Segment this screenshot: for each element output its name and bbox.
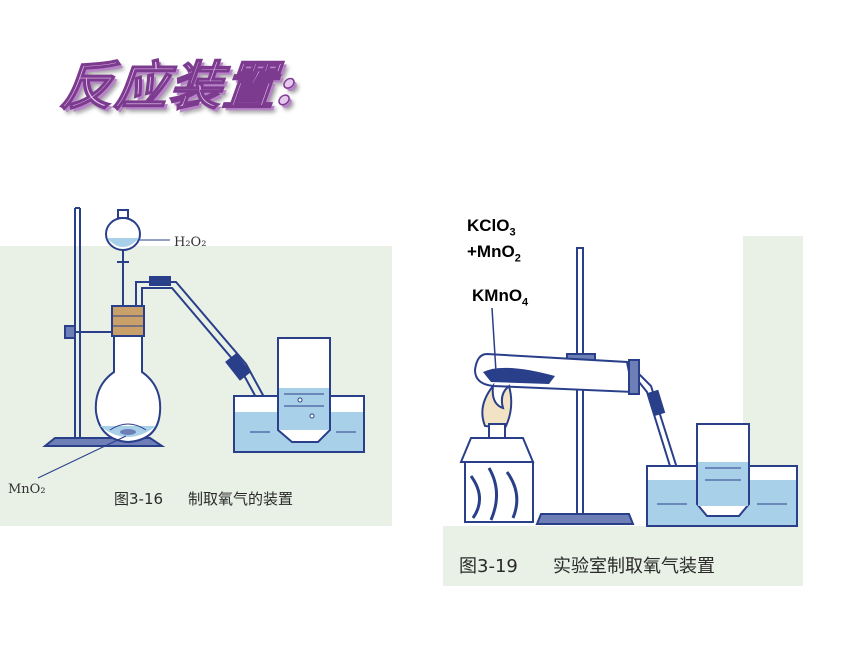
- figure-3-16-caption-number: 图3-16: [114, 490, 163, 508]
- figure-3-19-diagram: 图3-19 实验室制取氧气装置: [443, 236, 803, 586]
- label-kclo3: KClO3: [467, 216, 516, 239]
- label-kmno4: KMnO4: [472, 286, 529, 309]
- label-mno2: MnO₂: [8, 482, 46, 497]
- page-title: 反应装置:: [58, 55, 303, 118]
- water-trough-2: [646, 423, 798, 527]
- separatory-funnel: [105, 209, 170, 306]
- alcohol-lamp: [459, 382, 535, 523]
- figure-3-16-caption-text: 制取氧气的装置: [188, 490, 293, 508]
- figure-3-19-panel: 图3-19 实验室制取氧气装置: [443, 236, 803, 586]
- figure-3-16-diagram: H₂O₂ MnO₂ 图3-16 制取氧气的装置: [0, 186, 392, 526]
- figure-3-19-caption-text: 实验室制取氧气装置: [553, 556, 715, 577]
- water-trough: [233, 337, 365, 453]
- figure-3-19-caption-number: 图3-19: [459, 556, 518, 577]
- label-h2o2: H₂O₂: [174, 235, 206, 250]
- round-bottom-flask: [94, 305, 162, 444]
- figure-3-16-panel: H₂O₂ MnO₂ 图3-16 制取氧气的装置: [0, 186, 392, 526]
- test-tube: [473, 352, 640, 395]
- kmno4-pointer-line: [491, 307, 497, 373]
- label-plus-mno2: +MnO2: [467, 242, 521, 265]
